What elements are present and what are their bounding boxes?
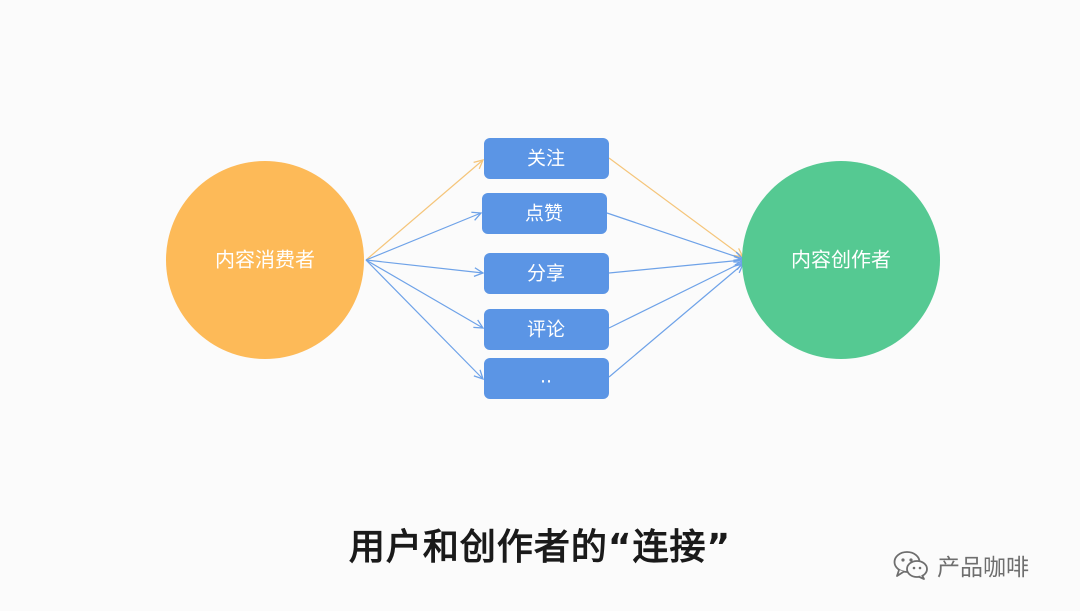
arrow-more-to-creator bbox=[608, 264, 743, 378]
action-box-follow: 关注 bbox=[484, 138, 609, 179]
action-label-follow: 关注 bbox=[527, 148, 565, 170]
arrow-share-to-creator bbox=[608, 260, 743, 274]
action-label-like: 点赞 bbox=[525, 203, 563, 225]
arrow-comment-to-creator bbox=[608, 262, 743, 329]
action-label-comment: 评论 bbox=[527, 319, 565, 341]
action-label-share: 分享 bbox=[527, 263, 565, 285]
arrow-consumer-to-like bbox=[365, 213, 481, 261]
arrow-consumer-to-more bbox=[365, 259, 483, 379]
creator-node: 内容创作者 bbox=[742, 161, 940, 359]
watermark-text: 产品咖啡 bbox=[937, 555, 1029, 581]
creator-label: 内容创作者 bbox=[791, 248, 891, 272]
wechat-icon bbox=[893, 550, 929, 580]
watermark: 产品咖啡 bbox=[893, 548, 1029, 582]
action-box-more: .. bbox=[484, 358, 609, 399]
creator-circle bbox=[742, 161, 940, 359]
action-box-like: 点赞 bbox=[482, 193, 607, 234]
arrow-consumer-to-comment bbox=[365, 259, 483, 328]
arrow-consumer-to-share bbox=[365, 259, 483, 273]
consumer-circle bbox=[166, 161, 364, 359]
page-title: 用户和创作者的“连接” bbox=[348, 527, 732, 568]
consumer-label: 内容消费者 bbox=[215, 248, 315, 272]
action-box-share: 分享 bbox=[484, 253, 609, 294]
action-boxes: 关注 点赞 分享 评论 .. bbox=[482, 138, 609, 399]
consumer-node: 内容消费者 bbox=[166, 161, 364, 359]
arrow-consumer-to-follow bbox=[365, 160, 483, 261]
consumer-arrows bbox=[365, 160, 483, 379]
arrow-follow-to-creator bbox=[608, 157, 743, 257]
action-label-more: .. bbox=[540, 366, 552, 388]
action-box-comment: 评论 bbox=[484, 309, 609, 350]
creator-arrows bbox=[606, 157, 743, 378]
arrow-like-to-creator bbox=[606, 212, 743, 259]
